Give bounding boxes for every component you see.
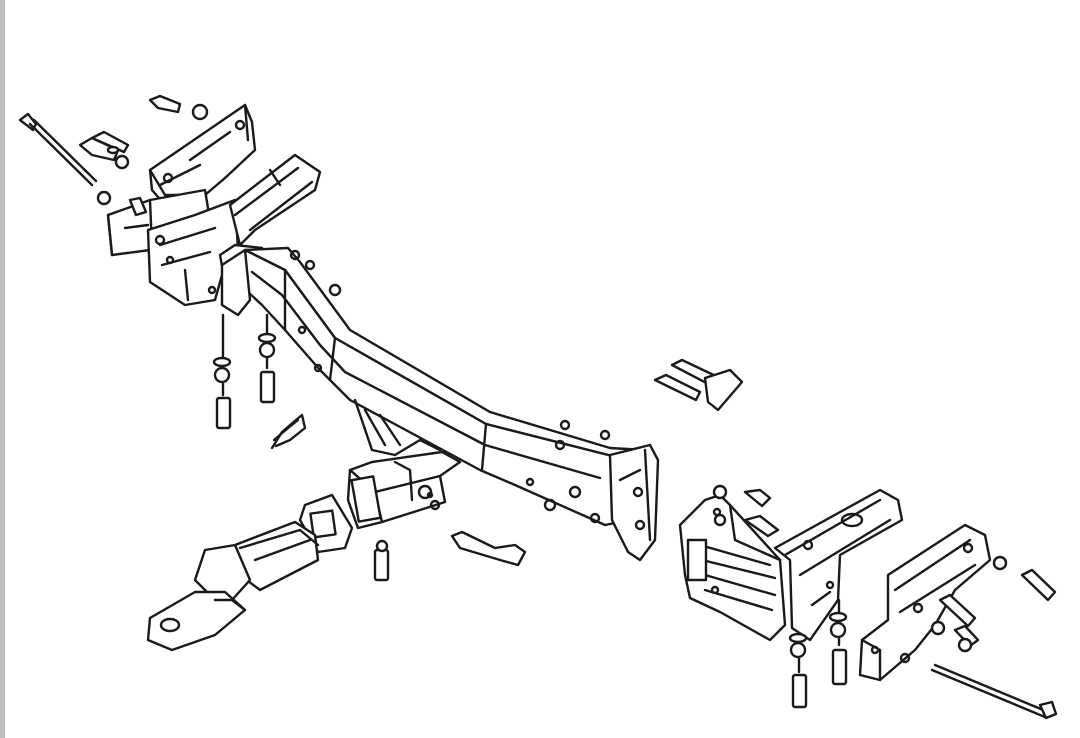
ball-mount [146,520,320,652]
receiver-tube [346,450,462,530]
main-crossbar [220,246,660,562]
hitch-pin [450,530,527,567]
image-left-edge [0,0,5,738]
right-outer-plate [858,523,992,682]
bolts [18,94,1058,720]
left-side-bracket [106,103,257,307]
right-side-bracket [678,488,904,642]
pin-clip [270,413,307,450]
washers [106,145,848,644]
